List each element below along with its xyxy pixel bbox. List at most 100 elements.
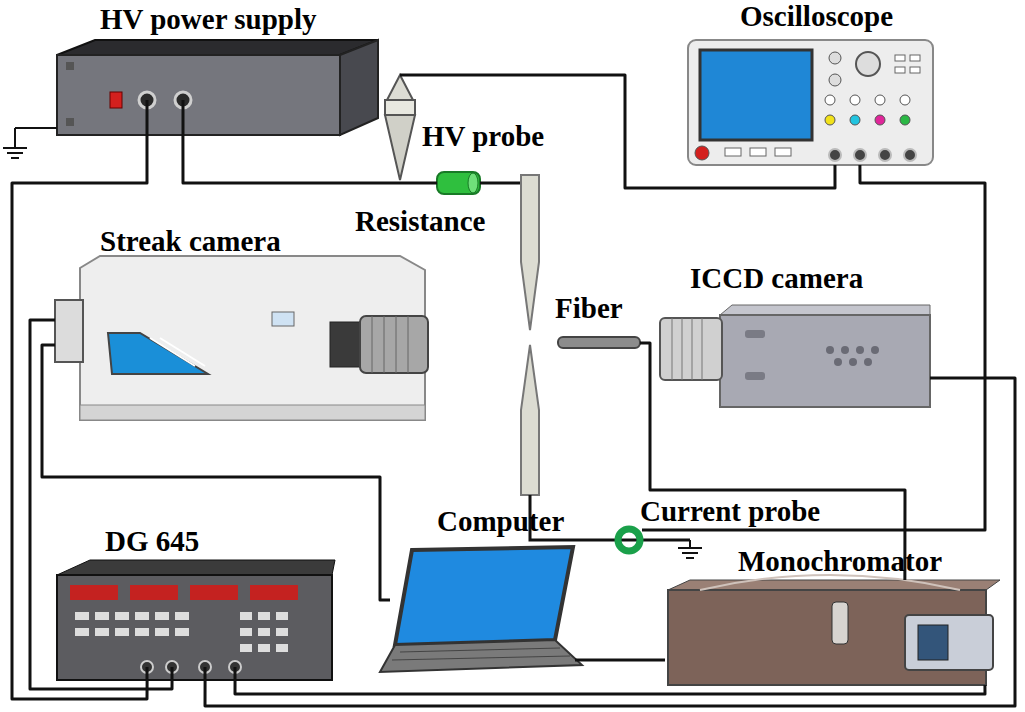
dg-key <box>276 644 288 652</box>
lens-groove <box>408 316 409 373</box>
wire <box>146 667 149 680</box>
ground-wire <box>14 128 16 148</box>
window-stripe <box>150 338 195 366</box>
lens-groove <box>692 318 693 380</box>
bnc-input <box>854 149 866 161</box>
lens-groove <box>682 318 683 380</box>
vent <box>864 358 872 366</box>
streak-base <box>80 405 425 420</box>
probe-body <box>385 100 415 115</box>
device-label: HV power supply <box>100 3 317 35</box>
lower-electrode <box>521 345 539 495</box>
bnc-input <box>904 149 916 161</box>
dg-key <box>155 612 169 620</box>
scope-button <box>850 95 860 105</box>
dg-display <box>250 585 298 600</box>
dg-key <box>95 628 109 636</box>
dg-key <box>75 612 89 620</box>
laptop-screen <box>395 547 573 645</box>
signal-wire <box>235 680 985 694</box>
keyboard <box>392 656 570 660</box>
wire <box>182 100 185 136</box>
scope-button <box>900 95 910 105</box>
supply-side <box>340 40 378 135</box>
mono-lid <box>700 575 960 590</box>
dg-key <box>276 612 288 620</box>
scope-button <box>875 115 885 125</box>
ground-wire <box>15 127 57 129</box>
wire <box>171 667 174 680</box>
dg-key <box>240 628 252 636</box>
signal-wire <box>400 75 835 188</box>
probe-tip <box>387 75 413 100</box>
lens-mount <box>330 322 360 367</box>
scope-button <box>825 95 835 105</box>
dg-display <box>190 585 238 600</box>
scope-button <box>750 148 766 156</box>
scope-power <box>695 146 709 160</box>
supply-top <box>57 40 378 55</box>
scope-button <box>850 115 860 125</box>
signal-wire <box>640 343 905 580</box>
dg-key <box>175 612 189 620</box>
probe-cone <box>385 115 415 180</box>
device-label: DG 645 <box>105 525 199 557</box>
lens-groove <box>372 316 373 373</box>
resistor: Resistance <box>437 172 480 194</box>
device-label: Current probe <box>640 495 820 527</box>
scope-button <box>900 115 910 125</box>
dg-display <box>130 585 178 600</box>
dg-top <box>57 560 335 575</box>
signal-wire <box>42 345 390 600</box>
dg-key <box>75 628 89 636</box>
ground-symbol <box>678 547 702 549</box>
signal-wire <box>12 136 147 699</box>
window-stripe <box>160 338 205 366</box>
iccd-slot <box>745 372 765 380</box>
signal-wire <box>642 165 985 530</box>
lens-groove <box>396 316 397 373</box>
vent <box>834 358 842 366</box>
oscilloscope: Oscilloscope <box>688 38 935 165</box>
device-label: Resistance <box>355 205 485 237</box>
dg-key <box>240 644 252 652</box>
scope-body <box>688 40 933 165</box>
fiber: Fiber <box>558 336 640 350</box>
scope-button <box>875 95 885 105</box>
dg-key <box>115 612 129 620</box>
dg-key <box>115 628 129 636</box>
dg-key <box>258 612 270 620</box>
wire <box>234 667 237 680</box>
supply-front <box>57 55 340 135</box>
signal-wire <box>30 320 172 689</box>
hv-probe: HV probe <box>385 75 415 183</box>
lens-groove <box>702 318 703 380</box>
dg-display <box>70 585 118 600</box>
lens-groove <box>384 316 385 373</box>
dg-key <box>95 612 109 620</box>
wire <box>146 100 149 136</box>
signal-wire <box>183 136 400 183</box>
keyboard <box>400 648 560 652</box>
vent <box>871 346 879 354</box>
dg-key <box>135 628 149 636</box>
dg-key <box>258 628 270 636</box>
signal-wire <box>400 182 437 185</box>
device-label: HV probe <box>422 120 544 152</box>
dg-key <box>155 628 169 636</box>
current-probe: Current probe <box>616 527 642 553</box>
resistor-symbol <box>437 172 480 194</box>
ground-symbol <box>682 552 698 554</box>
mono-camera <box>905 615 993 670</box>
monochromator: Monochromator <box>665 580 1000 685</box>
ground-symbol <box>686 557 694 559</box>
mono-port <box>832 602 848 644</box>
device-label: Streak camera <box>100 225 281 257</box>
rack-hole <box>66 118 74 126</box>
computer: Computer <box>390 545 575 670</box>
dg-key <box>135 612 149 620</box>
scope-button <box>775 148 791 156</box>
wire <box>204 667 207 680</box>
